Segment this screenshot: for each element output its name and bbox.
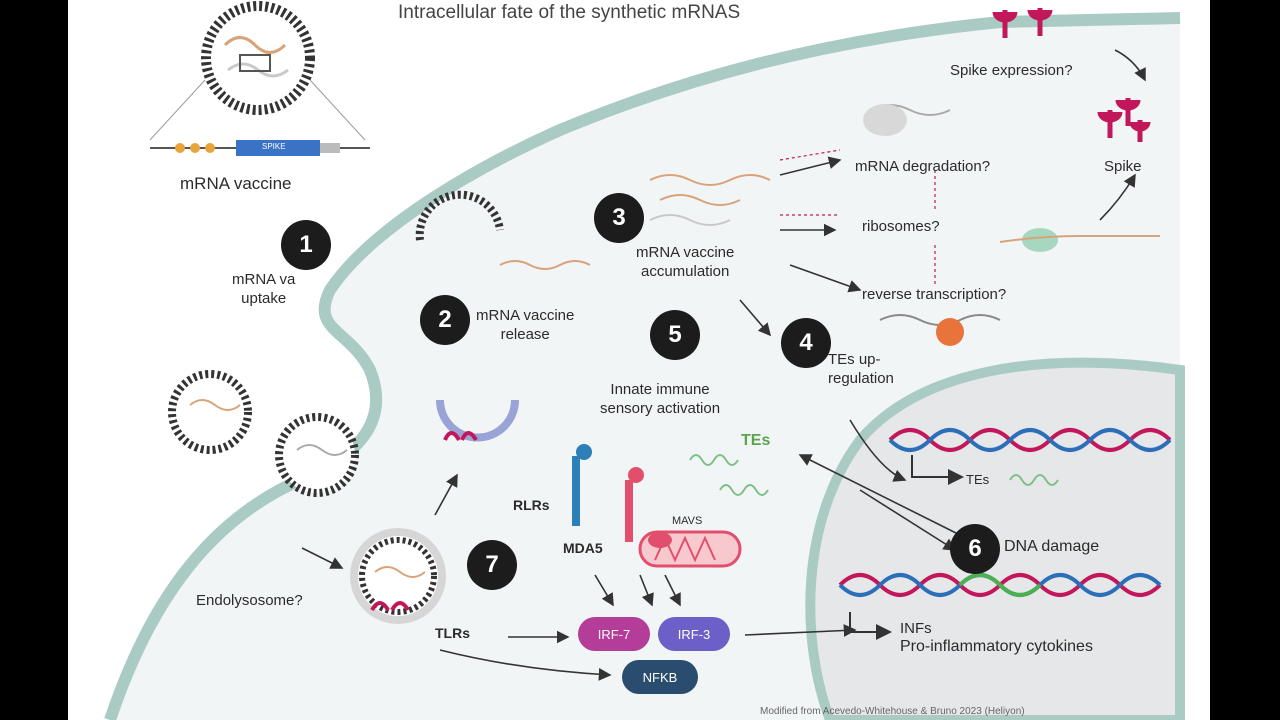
accumulation-label: mRNA vaccine accumulation xyxy=(636,244,735,280)
dna-upper xyxy=(888,428,1172,452)
tlr-endosome xyxy=(436,399,519,442)
mitochondrion xyxy=(638,530,742,568)
pathway-arrows xyxy=(301,49,1146,681)
construct-label: SPIKE xyxy=(262,142,286,151)
te-upregulation-label: TEs up- regulation xyxy=(828,351,894,387)
budding-endosome xyxy=(415,190,504,241)
rlr-receptors xyxy=(572,444,644,542)
endolysosome-vesicle xyxy=(350,528,446,624)
nfkb-factor: NFKB xyxy=(622,660,698,694)
reverse-transcription-label: reverse transcription? xyxy=(862,286,1007,303)
ribosomes-label: ribosomes? xyxy=(862,218,940,235)
cell-membrane xyxy=(104,12,1181,720)
vaccine-label: mRNA vaccine xyxy=(180,174,292,193)
tss-arrow-inf xyxy=(849,612,892,640)
dna-lower xyxy=(838,573,1162,597)
step-badge-6: 6 xyxy=(950,524,1000,574)
lnp-particle xyxy=(201,1,315,115)
dna-damage-label: DNA damage xyxy=(1004,538,1100,555)
mavs-label: MAVS xyxy=(672,515,703,527)
infs-label: INFs xyxy=(900,620,932,637)
step-badge-1: 1 xyxy=(281,220,331,270)
irf3-factor: IRF-3 xyxy=(658,617,730,651)
step-badge-4: 4 xyxy=(781,318,831,368)
uptake-label: mRNA va uptake xyxy=(232,271,296,307)
step-badge-5: 5 xyxy=(650,310,700,360)
exosome-blob xyxy=(863,104,907,136)
tes-nucleus-label: TEs xyxy=(966,472,990,487)
mrna-construct xyxy=(150,140,370,156)
step-badge-3: 3 xyxy=(594,193,644,243)
spike-label: Spike xyxy=(1104,158,1142,175)
cytokines-label: Pro-inflammatory cytokines xyxy=(900,638,1093,655)
tss-arrow-te xyxy=(911,455,964,485)
spike-expression-label: Spike expression? xyxy=(950,62,1073,79)
rlrs-label: RLRs xyxy=(513,497,550,513)
diagram-title: Intracellular fate of the synthetic mRNA… xyxy=(398,2,741,23)
degradation-label: mRNA degradation? xyxy=(855,158,991,175)
release-label: mRNA vaccine release xyxy=(476,307,575,343)
reverse-transcriptase xyxy=(936,318,964,346)
innate-activation-label: Innate immune sensory activation xyxy=(600,381,721,417)
step-badge-7: 7 xyxy=(467,540,517,590)
mda5-label: MDA5 xyxy=(563,540,603,556)
spike-proteins xyxy=(992,8,1151,142)
endolysosome-label: Endolysosome? xyxy=(196,592,303,609)
extracellular-vesicles xyxy=(168,370,359,497)
dotted-arrows xyxy=(779,149,936,285)
credit-line: Modified from Acevedo-Whitehouse & Bruno… xyxy=(760,706,1025,717)
tes-cytoplasm-label: TEs xyxy=(741,432,771,449)
ribosome xyxy=(1022,228,1058,252)
irf7-factor: IRF-7 xyxy=(578,617,650,651)
step-badge-2: 2 xyxy=(420,295,470,345)
te-rna xyxy=(689,454,1059,496)
tlrs-label: TLRs xyxy=(435,625,470,641)
